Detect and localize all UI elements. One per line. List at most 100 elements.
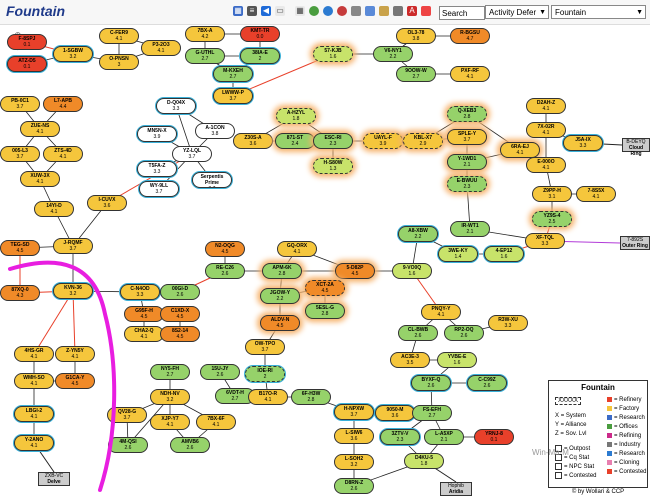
chart-icon[interactable]: ▦ <box>233 6 243 16</box>
ship-icon[interactable] <box>365 6 375 16</box>
region-dropdown[interactable]: Fountain▼ <box>551 5 646 19</box>
activity-dropdown[interactable]: Activity Defer▼ <box>485 5 549 19</box>
eye-icon[interactable] <box>351 6 361 16</box>
pin-icon[interactable] <box>337 6 347 16</box>
factory-icon[interactable] <box>379 6 389 16</box>
pdf-icon[interactable]: ≡ <box>247 6 257 16</box>
system-node[interactable]: Serpentis Prime3.7 <box>192 172 232 188</box>
grid-icon[interactable] <box>393 6 403 16</box>
table-icon[interactable]: ▦ <box>295 6 305 16</box>
search-input[interactable] <box>439 6 485 20</box>
calendar-icon[interactable] <box>421 6 431 16</box>
